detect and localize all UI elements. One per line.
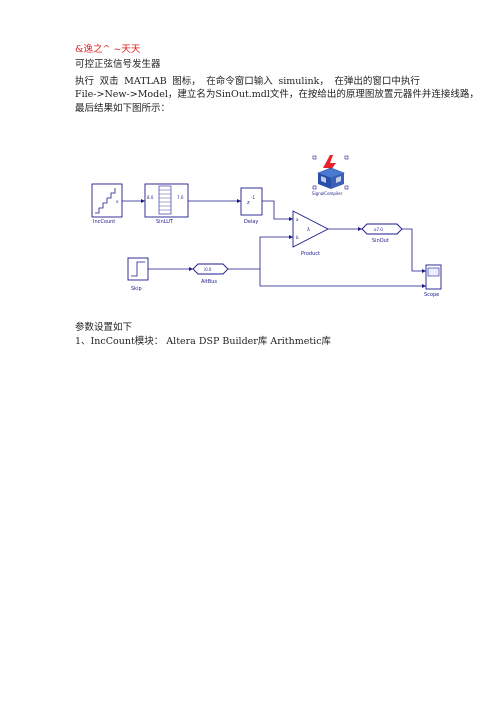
sinlut-block: 8.0 7.0 SinLUT — [144, 183, 189, 225]
arrow-head — [189, 267, 193, 271]
sinout-label: SinOut — [372, 238, 389, 244]
product-port-a: a — [296, 217, 299, 222]
altbus-label: AltBus — [201, 279, 217, 285]
signalcompiler-block: SignalCompiler — [312, 155, 349, 196]
arrow-head — [141, 199, 145, 203]
p1-word: simulink， — [278, 76, 329, 87]
paragraph-line-2: File->New->Model，建立名为SinOut.mdl文件，在按给出的原… — [75, 89, 479, 100]
wire-sinout-scope — [402, 228, 426, 272]
inccount-out-port: o — [116, 199, 119, 204]
staircase-icon — [95, 188, 116, 214]
wire-branch-scope — [259, 269, 426, 287]
product-block: a b λ Product — [292, 210, 329, 257]
sinlut-in-port: 8.0 — [147, 195, 154, 200]
arrow-head — [422, 284, 426, 288]
skip-block: Skip — [127, 257, 149, 292]
arrow-head — [289, 235, 293, 239]
p1-word: 执行 — [75, 76, 95, 87]
paragraph-line-1: 执行 双击 MATLAB 图标， 在命令窗口输入 simulink， 在弹出的窗… — [75, 76, 420, 88]
document-subtitle: 可控正弦信号发生器 — [75, 59, 161, 70]
delay-exp: -1 — [251, 195, 255, 200]
inccount-label: IncCount — [93, 219, 115, 225]
product-port-b: b — [296, 235, 299, 240]
delay-block: z -1 Delay — [240, 187, 263, 225]
altbus-block: i0.0 AltBus — [192, 263, 229, 285]
altbus-tag: i0.0 — [204, 267, 212, 272]
wire-altbus-product-b — [228, 236, 293, 270]
arrow-head — [289, 217, 293, 221]
product-symbol: λ — [307, 227, 310, 233]
arrow-head — [237, 199, 241, 203]
list-item-1: 1、IncCount模块： Altera DSP Builder库 Arithm… — [75, 336, 332, 347]
delay-label: Delay — [244, 219, 258, 225]
sinlut-label: SinLUT — [156, 219, 174, 225]
p1-word: MATLAB — [124, 76, 167, 87]
step-icon — [131, 261, 145, 277]
author-line: &逸之^ ~天天 — [75, 44, 141, 55]
p1-word: 在弹出的窗口中执行 — [334, 76, 420, 87]
skip-label: Skip — [131, 286, 142, 292]
arrow-head — [358, 227, 362, 231]
delay-z: z — [247, 200, 250, 206]
p1-word: 在命令窗口输入 — [206, 76, 273, 87]
inccount-block: o IncCount — [91, 183, 123, 225]
box-icon — [317, 167, 345, 179]
product-label: Product — [301, 251, 320, 257]
scope-label: Scope — [424, 292, 439, 298]
scope-block: Scope — [424, 264, 442, 298]
params-heading: 参数设置如下 — [75, 322, 133, 333]
sinout-tag: o7.0 — [374, 227, 383, 232]
paragraph-line-3: 最后结果如下图所示： — [75, 103, 171, 114]
sinout-block: o7.0 SinOut — [361, 223, 403, 244]
lightning-icon — [323, 155, 336, 178]
wire-delay-product-a — [262, 200, 293, 220]
p1-word: 图标， — [172, 76, 201, 87]
signalcompiler-label: SignalCompiler — [312, 191, 343, 196]
sinlut-out-port: 7.0 — [177, 195, 184, 200]
p1-word: 双击 — [99, 76, 119, 87]
arrow-head — [422, 269, 426, 273]
